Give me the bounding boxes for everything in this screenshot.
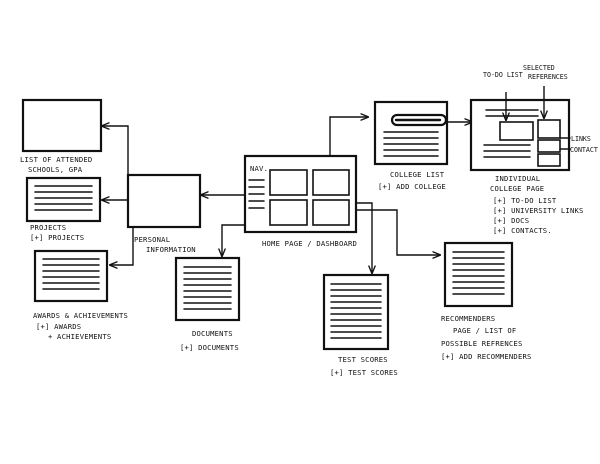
attended-schools-box	[21, 98, 103, 153]
home-nav-label: NAV.	[250, 164, 268, 173]
arrow-home-to-college-list	[329, 117, 368, 163]
projects-node[interactable]: PROJECTS [+] PROJECTS	[25, 176, 102, 242]
home-caption: HOME PAGE / DASHBOARD	[262, 239, 357, 248]
college-page-caption-2: COLLEGE PAGE	[490, 184, 544, 193]
personal-information-node[interactable]: PERSONAL INFORMATION	[126, 173, 202, 254]
college-list-caption-2: [+] ADD COLLEGE	[378, 182, 446, 191]
college-page-caption-1: INDIVIDUAL	[495, 174, 540, 183]
callout-todo-label: TO-DO LIST	[483, 71, 523, 79]
personal-information-box	[126, 173, 202, 229]
personal-caption-2: INFORMATION	[146, 245, 196, 254]
dashboard-widget	[312, 199, 350, 226]
dashboard-widget	[269, 199, 308, 226]
personal-caption-1: PERSONAL	[134, 235, 170, 244]
projects-caption-1: PROJECTS	[30, 223, 66, 232]
attended-caption-2: SCHOOLS, GPA	[28, 165, 83, 174]
documents-caption-1: DOCUMENTS	[192, 329, 233, 338]
attended-caption-1: LIST OF ATTENDED	[20, 155, 92, 164]
awards-caption-3: + ACHIEVEMENTS	[48, 332, 111, 341]
test-scores-box	[322, 273, 390, 351]
callout-references-label: REFERENCES	[528, 73, 568, 81]
college-list-box	[373, 100, 449, 166]
college-page-box	[469, 98, 571, 172]
awards-caption-1: AWARDS & ACHIEVEMENTS	[33, 311, 128, 320]
recommenders-caption-4: [+] ADD RECOMMENDERS	[441, 352, 532, 361]
recommenders-caption-2: PAGE / LIST OF	[453, 326, 516, 335]
college-list-node[interactable]: COLLEGE LIST [+] ADD COLLEGE	[373, 100, 449, 191]
awards-caption-2: [+] AWARDS	[36, 322, 81, 331]
home-dashboard-node[interactable]: NAV. HOME PAGE / DASHBOARD	[243, 154, 358, 248]
callout-contact-label: CONTACT	[570, 146, 598, 154]
dashboard-widget	[269, 169, 308, 196]
home-dashboard-box	[243, 154, 358, 234]
todo-list-panel	[499, 121, 534, 141]
projects-caption-2: [+] PROJECTS	[30, 233, 84, 242]
college-page-item-3: [+] DOCS	[493, 216, 529, 225]
attended-schools-node[interactable]: LIST OF ATTENDED SCHOOLS, GPA	[20, 98, 103, 174]
test-scores-caption-2: [+] TEST SCORES	[330, 368, 398, 377]
projects-box	[25, 176, 102, 223]
links-panel	[537, 139, 561, 153]
college-page-item-1: [+] TO-DO LIST	[493, 196, 557, 205]
documents-node[interactable]: DOCUMENTS [+] DOCUMENTS	[174, 256, 241, 352]
documents-caption-2: [+] DOCUMENTS	[180, 343, 239, 352]
recommenders-box	[443, 241, 514, 308]
recommenders-node[interactable]: RECOMMENDERS PAGE / LIST OF POSSIBLE REF…	[441, 241, 532, 361]
arrow-personal-to-attended	[102, 126, 129, 185]
dashboard-widget	[312, 169, 350, 196]
college-page-node[interactable]: TO-DO LIST SELECTED REFERENCES LINKS CON…	[469, 64, 598, 235]
recommenders-caption-3: POSSIBLE REFRENCES	[441, 339, 523, 348]
arrow-personal-to-awards	[110, 228, 134, 265]
contact-panel	[537, 153, 561, 167]
college-list-caption-1: COLLEGE LIST	[390, 170, 445, 179]
awards-node[interactable]: AWARDS & ACHIEVEMENTS [+] AWARDS + ACHIE…	[33, 249, 128, 341]
recommenders-caption-1: RECOMMENDERS	[441, 314, 495, 323]
references-panel	[537, 119, 561, 139]
callout-selected-label: SELECTED	[523, 64, 555, 72]
arrow-home-to-test-scores	[356, 202, 372, 273]
college-page-item-4: [+] CONTACTS.	[493, 226, 552, 235]
test-scores-node[interactable]: TEST SCORES [+] TEST SCORES	[322, 273, 398, 377]
test-scores-caption-1: TEST SCORES	[338, 355, 388, 364]
callout-links-label: LINKS	[571, 135, 591, 143]
arrow-home-to-recommenders	[356, 209, 440, 255]
college-page-item-2: [+] UNIVERSITY LINKS	[493, 206, 584, 215]
